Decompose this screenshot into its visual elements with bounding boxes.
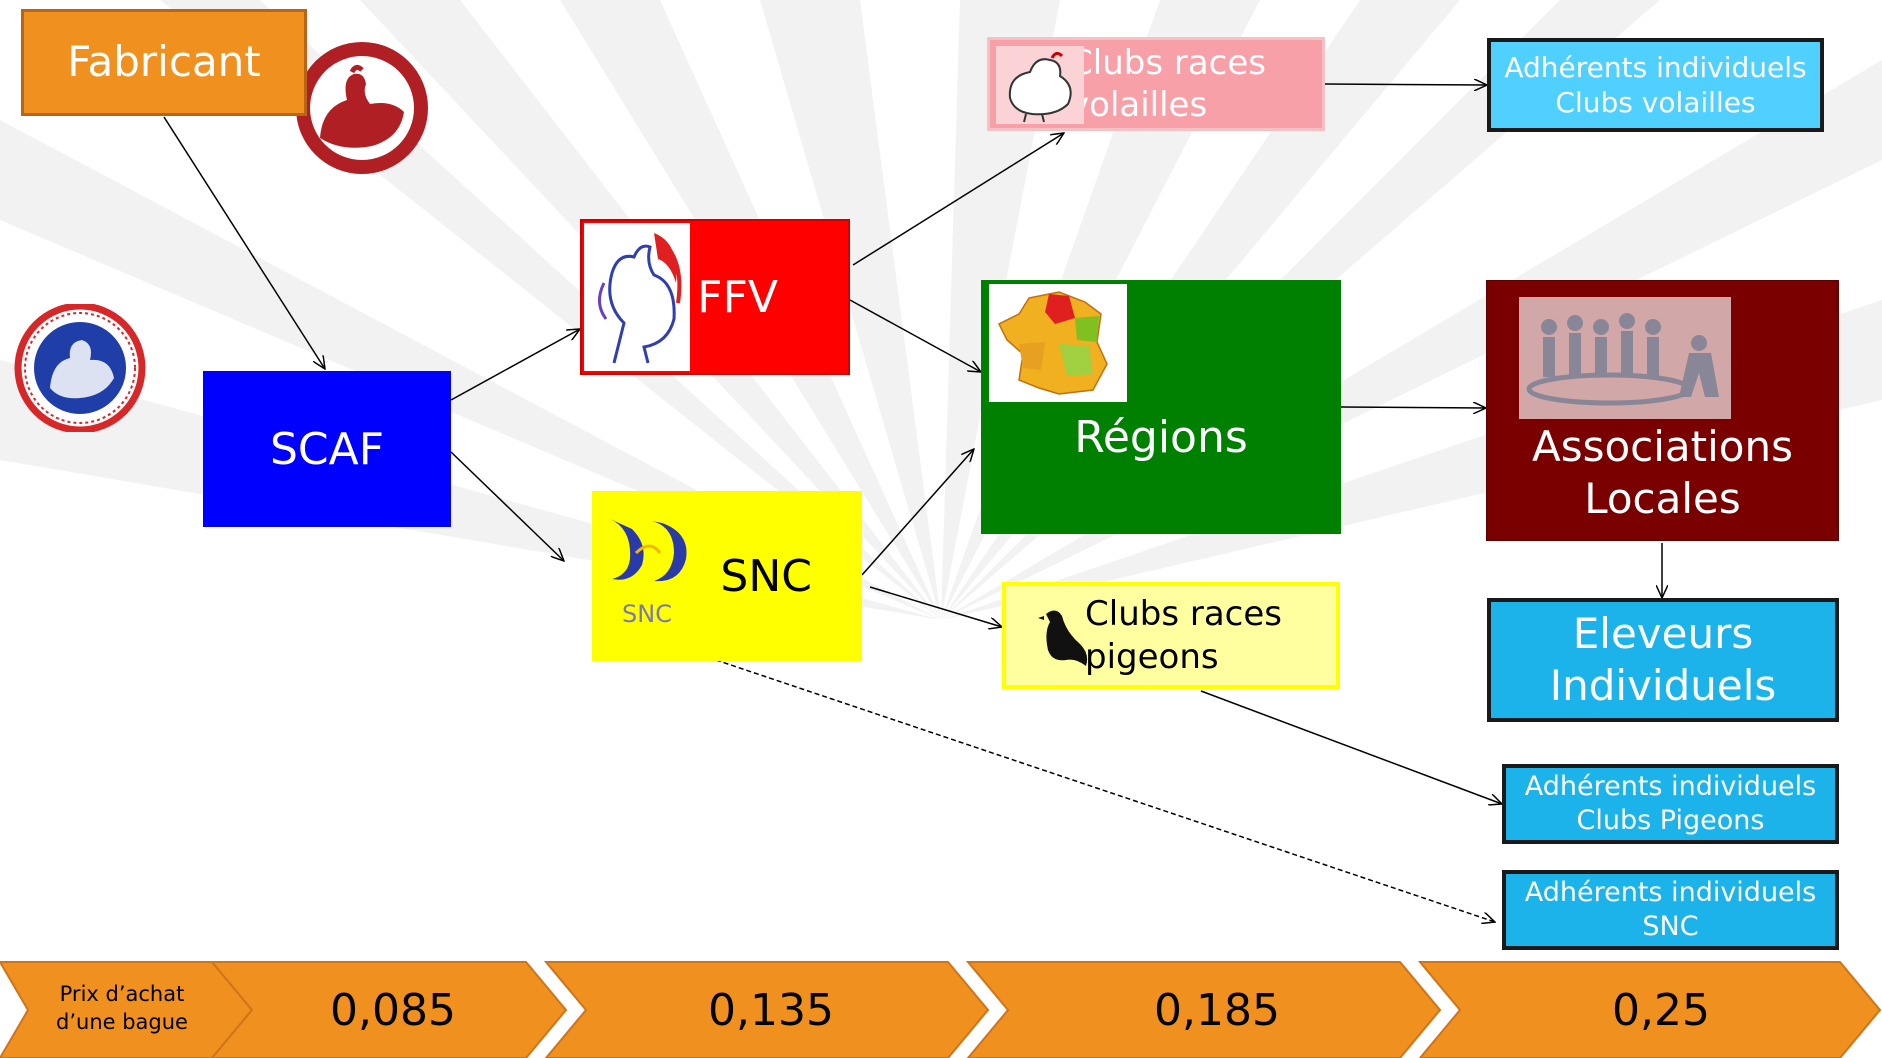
clubs-pigeons-node: Clubs races pigeons <box>1002 582 1340 689</box>
clubs-volailles-label: Clubs races volailles <box>1069 42 1266 126</box>
pigeon-icon <box>1038 610 1088 666</box>
adherents-pigeons-label: Adhérents individuels Clubs Pigeons <box>1524 771 1817 836</box>
eleveurs-node: Eleveurs Individuels <box>1487 598 1839 722</box>
arrow-scaf-ffv <box>450 329 580 401</box>
price-value: 0,135 <box>708 985 834 1036</box>
arrow-snc-regions <box>861 449 974 576</box>
price-value: 0,25 <box>1612 985 1710 1036</box>
fabricant-label: Fabricant <box>67 37 261 87</box>
scaf-label: SCAF <box>269 423 385 475</box>
arrow-snc-adherents-snc <box>715 659 1495 922</box>
arrow-ffv-regions <box>849 299 981 372</box>
people-group-icon <box>1519 297 1731 419</box>
snc-node: SNC SNC <box>592 491 862 661</box>
arrow-fabricant-scaf <box>163 116 325 369</box>
arrow-clubs-volailles-adherents <box>1324 84 1487 85</box>
price-value: 0,185 <box>1154 985 1280 1036</box>
adherents-pigeons-node: Adhérents individuels Clubs Pigeons <box>1502 764 1839 844</box>
price-caption: Prix d’achat d’une bague <box>56 982 188 1035</box>
eleveurs-label: Eleveurs Individuels <box>1549 608 1777 711</box>
snc-label: SNC <box>720 550 812 602</box>
snc-logo-icon: SNC <box>602 509 692 628</box>
ffv-node: FFV <box>580 219 850 375</box>
price-value: 0,085 <box>330 985 456 1036</box>
arrow-scaf-snc <box>450 451 564 561</box>
adherents-snc-node: Adhérents individuels SNC <box>1502 870 1839 950</box>
adherents-snc-label: Adhérents individuels SNC <box>1524 877 1817 942</box>
adherents-volailles-label: Adhérents individuels Clubs volailles <box>1504 51 1807 119</box>
ffv-rooster-icon <box>584 223 690 371</box>
arrow-ffv-clubs-volailles <box>852 133 1064 266</box>
rooster-logo-icon <box>296 42 428 174</box>
arrow-snc-clubs-pigeons <box>869 586 1002 627</box>
hen-icon <box>996 46 1084 124</box>
arrow-clubs-pigeons-adherents <box>1200 690 1502 804</box>
associations-node: Associations Locales <box>1486 280 1839 541</box>
snc-logo-text: SNC <box>622 600 672 628</box>
regions-label: Régions <box>1074 411 1248 463</box>
associations-label: Associations Locales <box>1531 421 1794 524</box>
price-chevron-5 <box>1417 961 1882 1058</box>
scaf-seal-icon <box>14 304 146 432</box>
fabricant-node: Fabricant <box>21 9 307 116</box>
price-chevron-4 <box>965 961 1442 1058</box>
price-chevron-2 <box>209 961 568 1058</box>
france-map-icon <box>989 284 1127 402</box>
adherents-volailles-node: Adhérents individuels Clubs volailles <box>1487 38 1824 132</box>
arrow-regions-associations <box>1340 407 1486 408</box>
ffv-label: FFV <box>697 271 778 323</box>
regions-node: Régions <box>981 280 1341 534</box>
price-chevron-3 <box>543 961 990 1058</box>
clubs-pigeons-label: Clubs races pigeons <box>1085 594 1282 677</box>
clubs-volailles-node: Clubs races volailles <box>987 37 1325 131</box>
scaf-node: SCAF <box>203 371 451 527</box>
